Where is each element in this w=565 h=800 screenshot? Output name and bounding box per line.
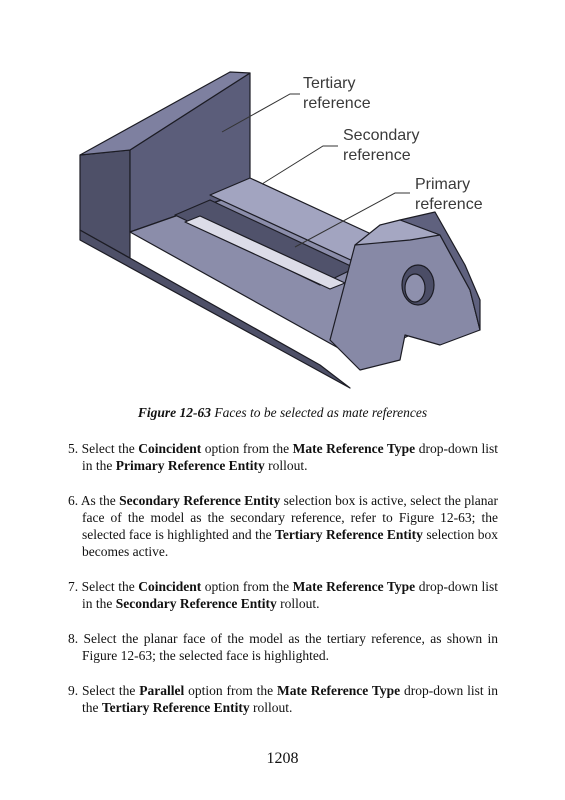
step-ui-term: Coincident — [138, 579, 202, 594]
secondary-leader-line — [261, 145, 338, 185]
step-text: selection box is active, select the plan… — [82, 493, 499, 542]
figure-caption: Figure 12-63 Faces to be selected as mat… — [0, 405, 565, 421]
bracket-side-face — [399, 211, 481, 331]
step-text: selection box becomes active. — [82, 527, 498, 559]
step-ui-term: Tertiary Reference Entity — [101, 700, 250, 715]
step-ui-term: Mate Reference Type — [292, 579, 416, 594]
step-text: option from the — [201, 441, 293, 456]
base-front-face — [79, 229, 351, 389]
instruction-step: 8. Select the planar face of the model a… — [68, 630, 498, 664]
step-text: drop-down list in the — [82, 683, 499, 715]
instruction-step: 6. As the Secondary Reference Entity sel… — [68, 492, 498, 560]
instruction-steps-list: 5. Select the Coincident option from the… — [68, 440, 498, 734]
step-ui-term: Tertiary Reference Entity — [275, 527, 423, 542]
step-text: rollout. — [264, 458, 308, 473]
step-text: drop-down list in the — [82, 579, 498, 611]
step-ui-term: Secondary Reference Entity — [115, 596, 277, 611]
step-text: Select the — [81, 441, 139, 456]
step-ui-term: Secondary Reference Entity — [119, 493, 281, 508]
step-number: 5. — [68, 441, 82, 456]
step-ui-term: Parallel — [139, 683, 185, 698]
instruction-step: 7. Select the Coincident option from the… — [68, 578, 498, 612]
step-text: option from the — [201, 579, 293, 594]
step-text: drop-down list in the — [82, 441, 498, 473]
step-text: Select the — [82, 683, 140, 698]
step-number: 6. — [68, 493, 81, 508]
tertiary-leader-line — [221, 93, 300, 133]
step-number: 7. — [68, 579, 82, 594]
tertiary-callout: Tertiary reference — [303, 75, 371, 112]
bracket-hole-inner — [404, 273, 426, 303]
step-number: 8. — [68, 631, 84, 646]
primary-callout: Primary reference — [415, 176, 483, 213]
back-wall-top-face — [79, 71, 251, 156]
figure-caption-number: Figure 12-63 — [137, 405, 212, 420]
bracket-top-face — [354, 219, 441, 246]
step-ui-term: Coincident — [138, 441, 202, 456]
step-text: Select the planar face of the model as t… — [82, 631, 498, 663]
page-number: 1208 — [266, 750, 299, 767]
primary-leader-line — [294, 192, 410, 248]
step-text: Select the — [81, 579, 139, 594]
step-text: As the — [80, 493, 120, 508]
instruction-step: 5. Select the Coincident option from the… — [68, 440, 498, 474]
figure-caption-text: Faces to be selected as mate references — [211, 405, 428, 420]
instruction-step: 9. Select the Parallel option from the M… — [68, 682, 498, 716]
step-ui-term: Primary Reference Entity — [115, 458, 265, 473]
secondary-callout: Secondary reference — [343, 127, 424, 164]
step-ui-term: Mate Reference Type — [292, 441, 416, 456]
step-text: rollout. — [276, 596, 320, 611]
step-text: rollout. — [249, 700, 293, 715]
step-number: 9. — [68, 683, 82, 698]
step-ui-term: Mate Reference Type — [276, 683, 401, 698]
step-text: option from the — [184, 683, 277, 698]
figure-12-63-model-illustration: Tertiary reference Secondary reference P… — [79, 71, 483, 389]
